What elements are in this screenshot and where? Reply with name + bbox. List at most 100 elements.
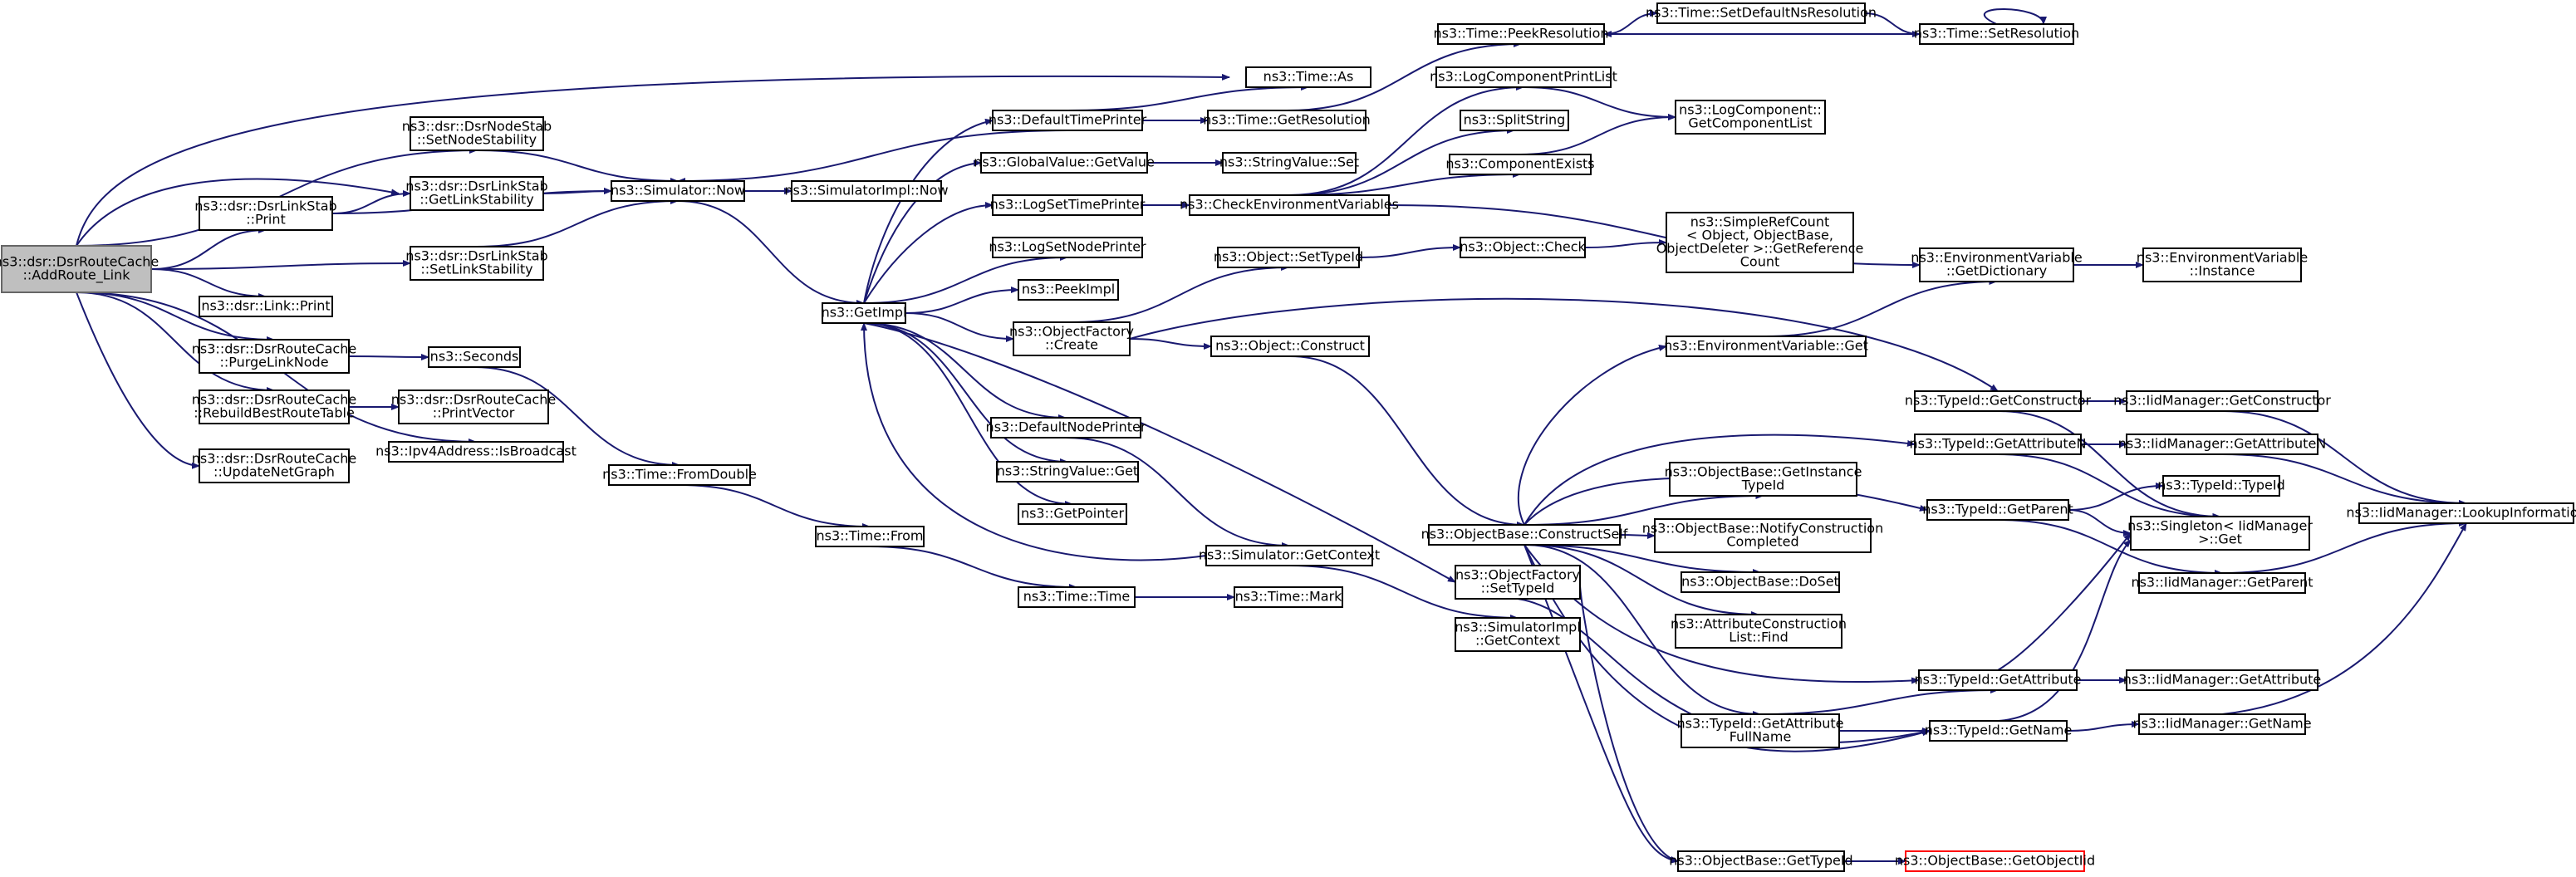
node-envVarGetDictionary[interactable]: ns3::EnvironmentVariable::GetDictionary — [1911, 247, 2083, 282]
node-iidManagerGetAttribute[interactable]: ns3::IidManager::GetAttribute — [2123, 669, 2322, 691]
node-objectBaseConstructSelf[interactable]: ns3::ObjectBase::ConstructSelf — [1421, 524, 1628, 546]
node-logComponentPrintList[interactable]: ns3::LogComponentPrintList — [1430, 66, 1617, 88]
node-box[interactable] — [1018, 586, 1136, 608]
node-linkStabPrint[interactable]: ns3::dsr::DsrLinkStab::Print — [194, 196, 337, 231]
node-typeIdGetConstructor[interactable]: ns3::TypeId::GetConstructor — [1905, 390, 2092, 412]
node-box[interactable] — [1675, 614, 1842, 649]
node-timeFromDouble[interactable]: ns3::Time::FromDouble — [602, 464, 757, 486]
node-timeAs[interactable]: ns3::Time::As — [1245, 66, 1371, 88]
node-box[interactable] — [1428, 524, 1621, 546]
node-box[interactable] — [980, 152, 1148, 174]
node-getPointer[interactable]: ns3::GetPointer — [1018, 503, 1127, 525]
node-box[interactable] — [1210, 336, 1370, 357]
node-iidManagerGetAttributeN[interactable]: ns3::IidManager::GetAttributeN — [2118, 434, 2327, 455]
node-componentExists[interactable]: ns3::ComponentExists — [1445, 154, 1595, 175]
node-isBroadcast[interactable]: ns3::Ipv4Address::IsBroadcast — [375, 441, 577, 463]
node-box[interactable] — [1455, 617, 1581, 652]
node-stringValueSet[interactable]: ns3::StringValue::Set — [1219, 152, 1359, 174]
node-iidManagerGetName[interactable]: ns3::IidManager::GetName — [2132, 713, 2312, 735]
node-box[interactable] — [1681, 571, 1840, 593]
node-box[interactable] — [1681, 713, 1840, 748]
node-box[interactable] — [1205, 545, 1373, 566]
node-box[interactable] — [1207, 110, 1367, 131]
node-box[interactable] — [410, 176, 544, 211]
node-box[interactable] — [388, 441, 564, 463]
node-box[interactable] — [1449, 154, 1592, 175]
node-rebuildBestRouteTable[interactable]: ns3::dsr::DsrRouteCache::RebuildBestRout… — [192, 390, 356, 424]
node-box[interactable] — [1929, 720, 2068, 742]
node-box[interactable] — [1918, 669, 2078, 691]
node-box[interactable] — [1, 245, 152, 293]
node-box[interactable] — [2358, 502, 2574, 524]
node-box[interactable] — [428, 346, 521, 368]
node-box[interactable] — [996, 461, 1139, 483]
node-box[interactable] — [1675, 100, 1826, 135]
node-defaultNodePrinter[interactable]: ns3::DefaultNodePrinter — [986, 417, 1146, 438]
node-box[interactable] — [1914, 390, 2082, 412]
node-simpleRefCountGetReferenceCount[interactable]: ns3::SimpleRefCount< Object, ObjectBase,… — [1656, 212, 1864, 273]
node-objectFactoryCreate[interactable]: ns3::ObjectFactory::Create — [1009, 321, 1134, 356]
node-box[interactable] — [791, 180, 942, 202]
node-box[interactable] — [1460, 110, 1569, 131]
node-objectBaseDoSet[interactable]: ns3::ObjectBase::DoSet — [1681, 571, 1840, 593]
node-box[interactable] — [1919, 23, 2074, 45]
node-box[interactable] — [1222, 152, 1357, 174]
node-box[interactable] — [1234, 586, 1343, 608]
node-seconds[interactable]: ns3::Seconds — [428, 346, 521, 368]
node-getImpl[interactable]: ns3::GetImpl — [822, 302, 907, 324]
node-typeIdGetAttribute[interactable]: ns3::TypeId::GetAttribute — [1914, 669, 2082, 691]
node-box[interactable] — [2126, 669, 2318, 691]
node-box[interactable] — [1217, 247, 1360, 268]
node-timeGetResolution[interactable]: ns3::Time::GetResolution — [1203, 110, 1371, 131]
node-logSetTimePrinter[interactable]: ns3::LogSetTimePrinter — [990, 194, 1146, 216]
node-box[interactable] — [410, 116, 544, 151]
node-setNodeStability[interactable]: ns3::dsr::DsrNodeStab::SetNodeStability — [402, 116, 552, 151]
node-box[interactable] — [992, 237, 1143, 258]
node-linkPrint[interactable]: ns3::dsr::Link::Print — [199, 296, 333, 317]
node-box[interactable] — [398, 390, 549, 424]
node-objectFactorySetTypeId[interactable]: ns3::ObjectFactory::SetTypeId — [1455, 565, 1581, 600]
node-peekImpl[interactable]: ns3::PeekImpl — [1018, 279, 1119, 301]
node-logSetNodePrinter[interactable]: ns3::LogSetNodePrinter — [989, 237, 1146, 258]
node-checkEnvVars[interactable]: ns3::CheckEnvironmentVariables — [1180, 194, 1399, 216]
node-iidManagerGetParent[interactable]: ns3::IidManager::GetParent — [2131, 572, 2313, 594]
node-box[interactable] — [1018, 503, 1127, 525]
node-box[interactable] — [199, 296, 333, 317]
node-box[interactable] — [1666, 212, 1854, 273]
node-box[interactable] — [2126, 434, 2318, 455]
node-objectCheck[interactable]: ns3::Object::Check — [1460, 237, 1587, 258]
node-box[interactable] — [608, 464, 751, 486]
node-setLinkStability[interactable]: ns3::dsr::DsrLinkStab::SetLinkStability — [405, 246, 548, 281]
node-logComponentGetComponentList[interactable]: ns3::LogComponent::GetComponentList — [1675, 100, 1826, 135]
node-stringValueGet[interactable]: ns3::StringValue::Get — [996, 461, 1139, 483]
node-box[interactable] — [1437, 23, 1605, 45]
node-envVarGet[interactable]: ns3::EnvironmentVariable::Get — [1664, 336, 1868, 357]
node-typeIdGetAttributeN[interactable]: ns3::TypeId::GetAttributeN — [1910, 434, 2087, 455]
node-box[interactable] — [815, 526, 925, 547]
node-box[interactable] — [1460, 237, 1586, 258]
node-box[interactable] — [199, 390, 350, 424]
node-typeIdTypeId[interactable]: ns3::TypeId::TypeId — [2157, 475, 2285, 497]
node-box[interactable] — [1666, 336, 1867, 357]
node-iidManagerGetConstructor[interactable]: ns3::IidManager::GetConstructor — [2113, 390, 2331, 412]
node-box[interactable] — [992, 110, 1143, 131]
node-box[interactable] — [1905, 850, 2085, 872]
node-box[interactable] — [1189, 194, 1390, 216]
node-box[interactable] — [990, 417, 1141, 438]
node-splitString[interactable]: ns3::SplitString — [1460, 110, 1569, 131]
node-box[interactable] — [611, 180, 745, 202]
node-box[interactable] — [2138, 713, 2306, 735]
node-box[interactable] — [2138, 572, 2306, 594]
node-box[interactable] — [199, 448, 350, 483]
node-box[interactable] — [1914, 434, 2082, 455]
node-simulatorGetContext[interactable]: ns3::Simulator::GetContext — [1199, 545, 1380, 566]
node-typeIdGetParent[interactable]: ns3::TypeId::GetParent — [1922, 499, 2073, 521]
node-globalValueGetValue[interactable]: ns3::GlobalValue::GetValue — [974, 152, 1155, 174]
node-objectBaseNotifyConstructionCompleted[interactable]: ns3::ObjectBase::NotifyConstructionCompl… — [1642, 518, 1883, 553]
node-box[interactable] — [1656, 2, 1866, 24]
node-objectBaseGetObjectIid[interactable]: ns3::ObjectBase::GetObjectIid — [1895, 850, 2095, 872]
node-box[interactable] — [1455, 565, 1581, 600]
